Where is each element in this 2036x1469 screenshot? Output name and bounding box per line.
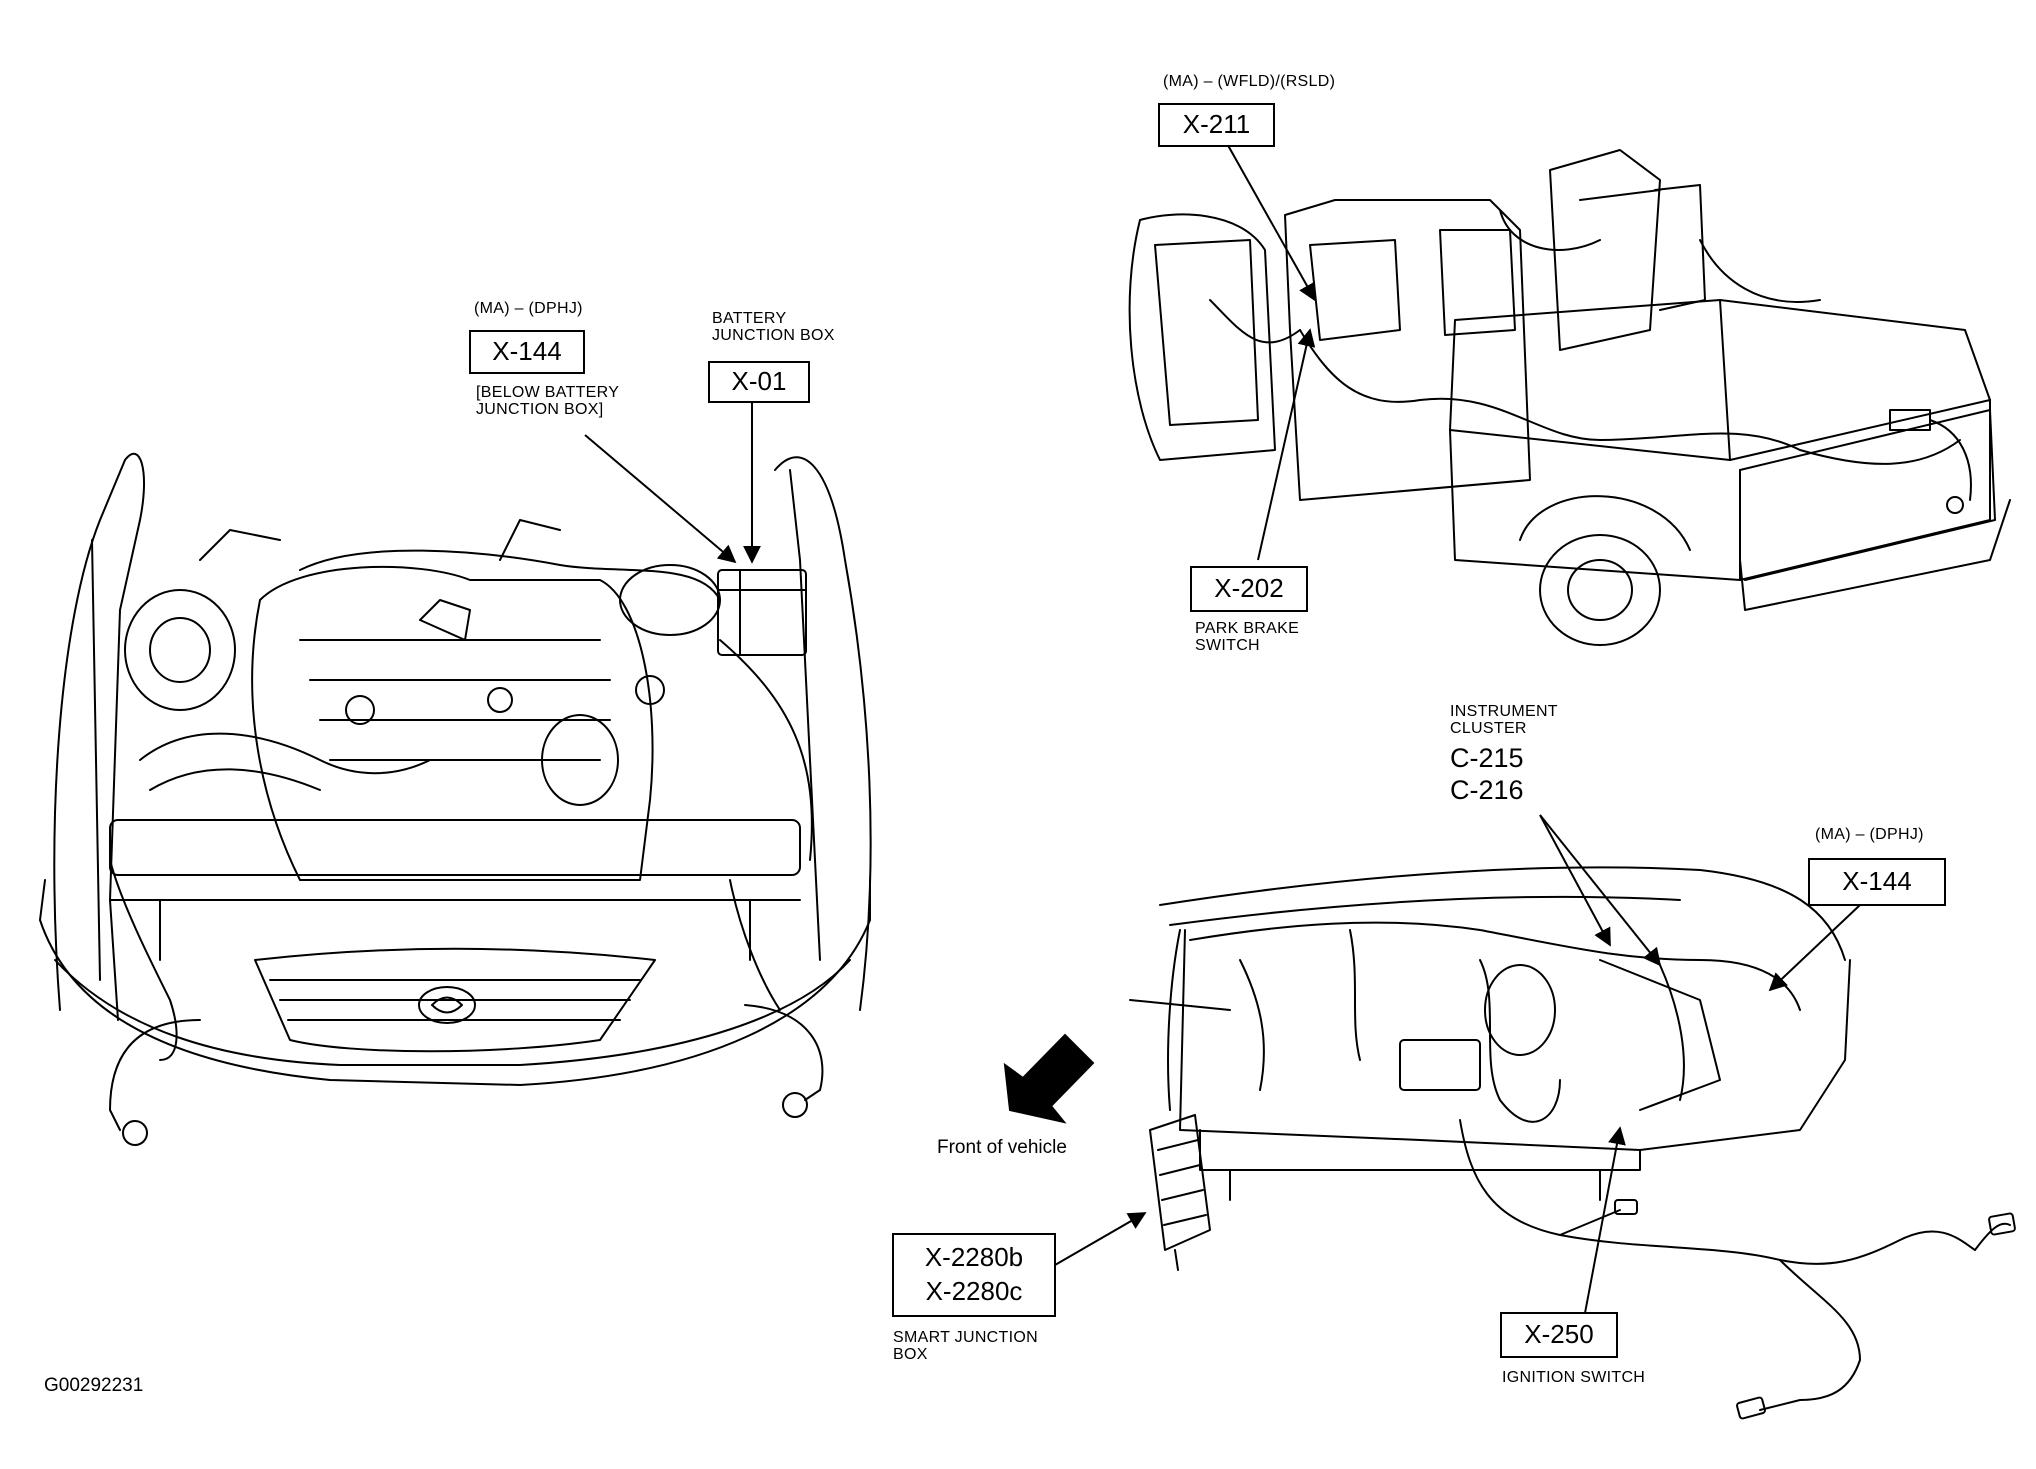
- x01-note: BATTERY JUNCTION BOX: [712, 310, 835, 345]
- x2280-description: SMART JUNCTION BOX: [893, 1329, 1038, 1364]
- x01-code-box: X-01: [708, 361, 810, 403]
- x2280-code-box: X-2280b X-2280c: [892, 1233, 1056, 1317]
- instrument-cluster-codes: C-215 C-216: [1450, 743, 1524, 806]
- x144-engine-description: [BELOW BATTERY JUNCTION BOX]: [476, 384, 620, 419]
- x144-dash-note: (MA) – (DPHJ): [1815, 826, 1924, 843]
- x144-engine-code-box: X-144: [469, 330, 585, 374]
- leader-cluster-2: [1539, 814, 1662, 967]
- x250-description: IGNITION SWITCH: [1502, 1369, 1646, 1386]
- instrument-cluster-title: INSTRUMENT CLUSTER: [1450, 703, 1558, 738]
- leader-lines: [584, 139, 1861, 1314]
- x144-dash-code-box: X-144: [1808, 858, 1946, 906]
- x202-code-box: X-202: [1190, 566, 1308, 612]
- leader-x202: [1257, 328, 1316, 561]
- leader-x211: [1224, 139, 1316, 302]
- x250-code-box: X-250: [1500, 1312, 1618, 1358]
- x144-engine-note: (MA) – (DPHJ): [474, 300, 583, 317]
- pickup-truck-illustration: [1128, 149, 2011, 646]
- leader-x144-dash: [1768, 904, 1861, 992]
- front-direction-arrow: [1003, 1033, 1095, 1124]
- leader-x2280: [1054, 1212, 1147, 1266]
- engine-compartment-illustration: [39, 452, 872, 1146]
- x211-note: (MA) – (WFLD)/(RSLD): [1163, 73, 1336, 90]
- leader-cluster-1: [1539, 814, 1611, 947]
- x211-code-box: X-211: [1158, 103, 1275, 147]
- front-of-vehicle-label: Front of vehicle: [937, 1137, 1067, 1158]
- leader-x144-engine: [584, 434, 737, 564]
- x202-description: PARK BRAKE SWITCH: [1195, 620, 1300, 655]
- leader-x250: [1584, 1126, 1626, 1314]
- figure-id: G00292231: [44, 1375, 144, 1396]
